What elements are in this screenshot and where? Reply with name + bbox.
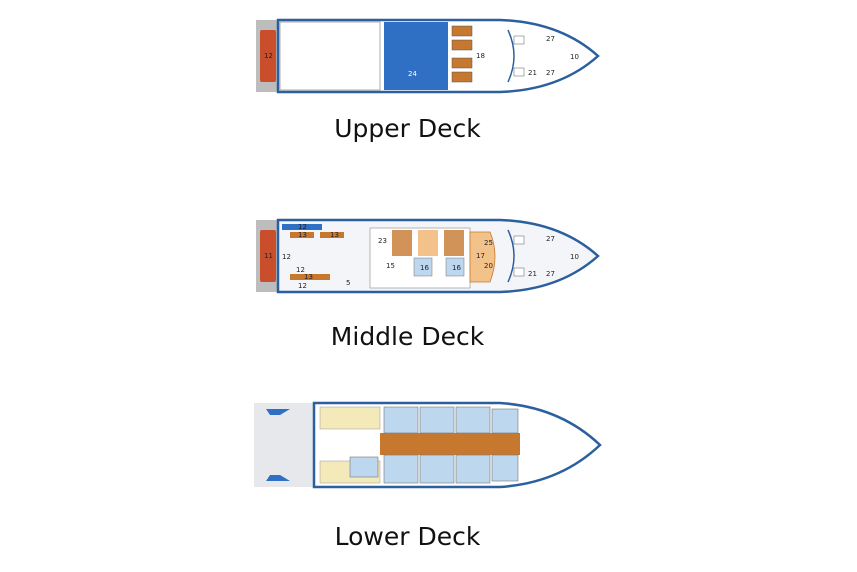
bow-seat-bottom-label: 27: [546, 270, 555, 278]
rail-c-label: 12: [296, 266, 305, 274]
upper-deck: 12 24 18 27 27 21 10 Upper Deck: [0, 0, 857, 143]
corridor: [380, 433, 520, 455]
bow-seat-top-label: 27: [546, 235, 555, 243]
rail-d-label: 12: [298, 282, 307, 290]
rail-bench: [282, 224, 322, 230]
table-b-label: 13: [330, 231, 339, 239]
galley-a-label: 25: [484, 239, 493, 247]
table-a-label: 13: [298, 231, 307, 239]
utility-room: [319, 406, 381, 430]
stern-label: 12: [264, 52, 273, 60]
bow-post-label: 10: [570, 53, 579, 61]
stern-label: 11: [264, 252, 273, 260]
deck-title: Upper Deck: [334, 114, 481, 143]
rail-a-label: 12: [298, 223, 307, 231]
upper-deck-plan: 12 24 18 27 27 21 10: [256, 18, 600, 94]
bow-side-label: 21: [528, 69, 537, 77]
dive-platform: [254, 403, 314, 487]
galley: [469, 231, 496, 283]
deck-title: Middle Deck: [330, 322, 485, 351]
bar-a-label: 23: [378, 237, 387, 245]
galley-b-label: 17: [476, 252, 485, 260]
sundeck-label: 24: [408, 70, 417, 78]
middle-deck: 11 12 12 12 12 13 13 13 5 16 16 23 23 15…: [0, 210, 857, 360]
table: [320, 232, 344, 238]
cabin-b-label: 16: [452, 264, 461, 272]
table: [290, 232, 314, 238]
bench-label: 18: [476, 52, 485, 60]
cabins-starboard: [383, 454, 519, 484]
bow-seat-top-label: 27: [546, 35, 555, 43]
step-label: 5: [346, 279, 350, 287]
bow-post-label: 10: [570, 253, 579, 261]
cabin-a-label: 16: [420, 264, 429, 272]
lower-deck: Lower Deck: [0, 395, 857, 572]
cabin: [413, 257, 433, 277]
middle-deck-plan: 11 12 12 12 12 13 13 13 5 16 16 23 23 15…: [256, 218, 600, 294]
lower-deck-plan: [254, 401, 602, 489]
engine-block: [260, 230, 276, 282]
bow-side-label: 21: [528, 270, 537, 278]
sundeck-area: [384, 22, 448, 90]
cabins-port: [383, 406, 519, 434]
rail-b-label: 12: [282, 253, 291, 261]
table: [290, 274, 330, 280]
deck-title: Lower Deck: [334, 522, 481, 551]
bow-rail: [507, 29, 515, 83]
sun-loungers: [451, 25, 473, 83]
cabin: [445, 257, 465, 277]
area-label: 15: [386, 262, 395, 270]
bow-seat-bottom-label: 27: [546, 69, 555, 77]
engine-block: [260, 30, 276, 82]
galley-c-label: 20: [484, 262, 493, 270]
open-deck: [279, 21, 381, 91]
table-c-label: 13: [304, 273, 313, 281]
